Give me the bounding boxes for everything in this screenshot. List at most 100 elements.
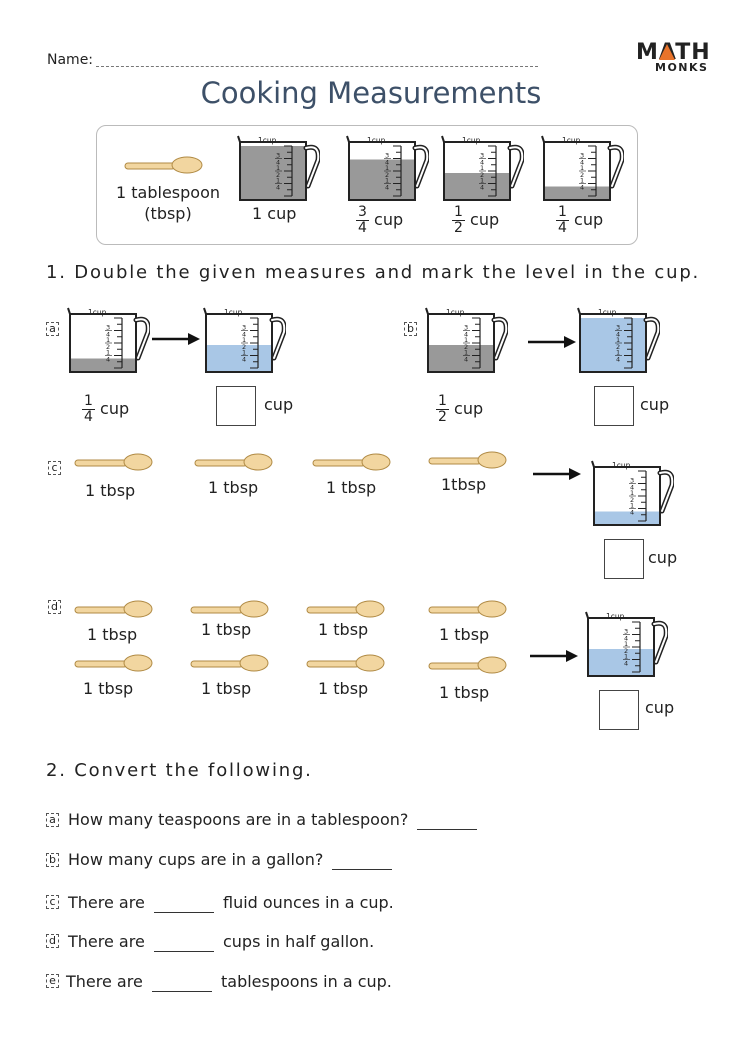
answer-blank-c[interactable] [153,893,214,913]
tablespoon-abbrev: (tbsp) [144,204,192,223]
item-tag-d: d [46,934,59,948]
name-label: Name: [47,52,94,68]
svg-text:1cup: 1cup [367,136,386,145]
question-b: How many cups are in a gallon? [68,850,393,870]
liquid-fill [71,358,135,372]
tablespoon-icon [428,449,508,475]
spoon-shape [428,600,507,618]
spoon-label: 1 tbsp [87,625,138,644]
liquid-fill [429,345,493,372]
spoon-label: 1 tbsp [208,478,259,497]
svg-text:4: 4 [624,660,628,668]
svg-text:1cup: 1cup [562,136,581,145]
tablespoon-icon [74,652,154,678]
tablespoon-icon [306,598,386,624]
svg-text:4: 4 [276,159,280,167]
svg-text:1cup: 1cup [598,308,617,317]
svg-text:3: 3 [580,152,584,160]
liquid-fill [581,318,645,372]
answer-box-b[interactable] [594,386,634,426]
svg-text:2: 2 [580,171,584,179]
svg-text:1cup: 1cup [612,461,631,470]
svg-text:2: 2 [385,171,389,179]
spoon-label: 1 tbsp [439,683,490,702]
spoon-shape [190,654,269,672]
answer-unit-a: cup [264,395,294,414]
spoon-shape [74,600,153,618]
svg-text:2: 2 [106,343,110,351]
svg-text:1: 1 [276,164,280,172]
answer-blank-b[interactable] [332,850,393,870]
svg-text:1cup: 1cup [606,612,625,621]
spoon-label: 1tbsp [441,475,487,494]
spoon-shape [194,453,273,471]
spoon-label: 1 tbsp [85,481,136,500]
svg-text:1: 1 [580,177,584,185]
answer-blank-a[interactable] [417,810,478,830]
svg-text:1: 1 [480,177,484,185]
svg-text:1cup: 1cup [88,308,107,317]
svg-text:4: 4 [464,356,468,364]
spoon-label: 1 tbsp [439,625,490,644]
svg-text:1: 1 [242,349,246,357]
svg-text:3: 3 [276,152,280,160]
answer-blank-d[interactable] [153,932,214,952]
svg-text:4: 4 [580,184,584,192]
svg-text:1cup: 1cup [462,136,481,145]
name-field[interactable] [96,66,538,67]
liquid-fill [207,345,271,372]
answer-box-d[interactable] [599,690,639,730]
answer-unit-c: cup [648,548,678,567]
answer-box-c[interactable] [604,539,644,579]
svg-text:4: 4 [106,331,110,339]
svg-text:3: 3 [464,324,468,332]
svg-text:1: 1 [106,336,110,344]
svg-text:1: 1 [276,177,280,185]
svg-text:1: 1 [385,164,389,172]
tablespoon-icon [74,451,154,477]
question-e: There are tablespoons in a cup. [66,972,392,992]
spoon-label: 1 tbsp [318,679,369,698]
svg-text:3: 3 [242,324,246,332]
svg-text:4: 4 [385,184,389,192]
ref-label-one-cup: 1 cup [252,204,297,223]
svg-text:3: 3 [106,324,110,332]
svg-text:2: 2 [276,171,280,179]
answer-unit-d: cup [645,698,675,717]
svg-text:4: 4 [480,159,484,167]
arrow-icon [152,333,200,345]
svg-text:2: 2 [242,343,246,351]
svg-text:4: 4 [630,509,634,517]
svg-text:2: 2 [630,496,634,504]
spoon-label: 1 tbsp [201,679,252,698]
answer-box-a[interactable] [216,386,256,426]
svg-text:1cup: 1cup [224,308,243,317]
svg-text:4: 4 [242,331,246,339]
spoon-shape [74,453,153,471]
svg-text:3: 3 [630,477,634,485]
spoon-shape [74,654,153,672]
svg-text:3: 3 [624,628,628,636]
item-tag-b: b [46,853,59,867]
svg-text:1: 1 [616,336,620,344]
svg-text:1: 1 [242,336,246,344]
answer-blank-e[interactable] [151,972,212,992]
svg-text:1: 1 [464,336,468,344]
section-2-heading: 2. Convert the following. [46,760,313,781]
spoon-label: 1 tbsp [83,679,134,698]
tablespoon-icon [306,652,386,678]
